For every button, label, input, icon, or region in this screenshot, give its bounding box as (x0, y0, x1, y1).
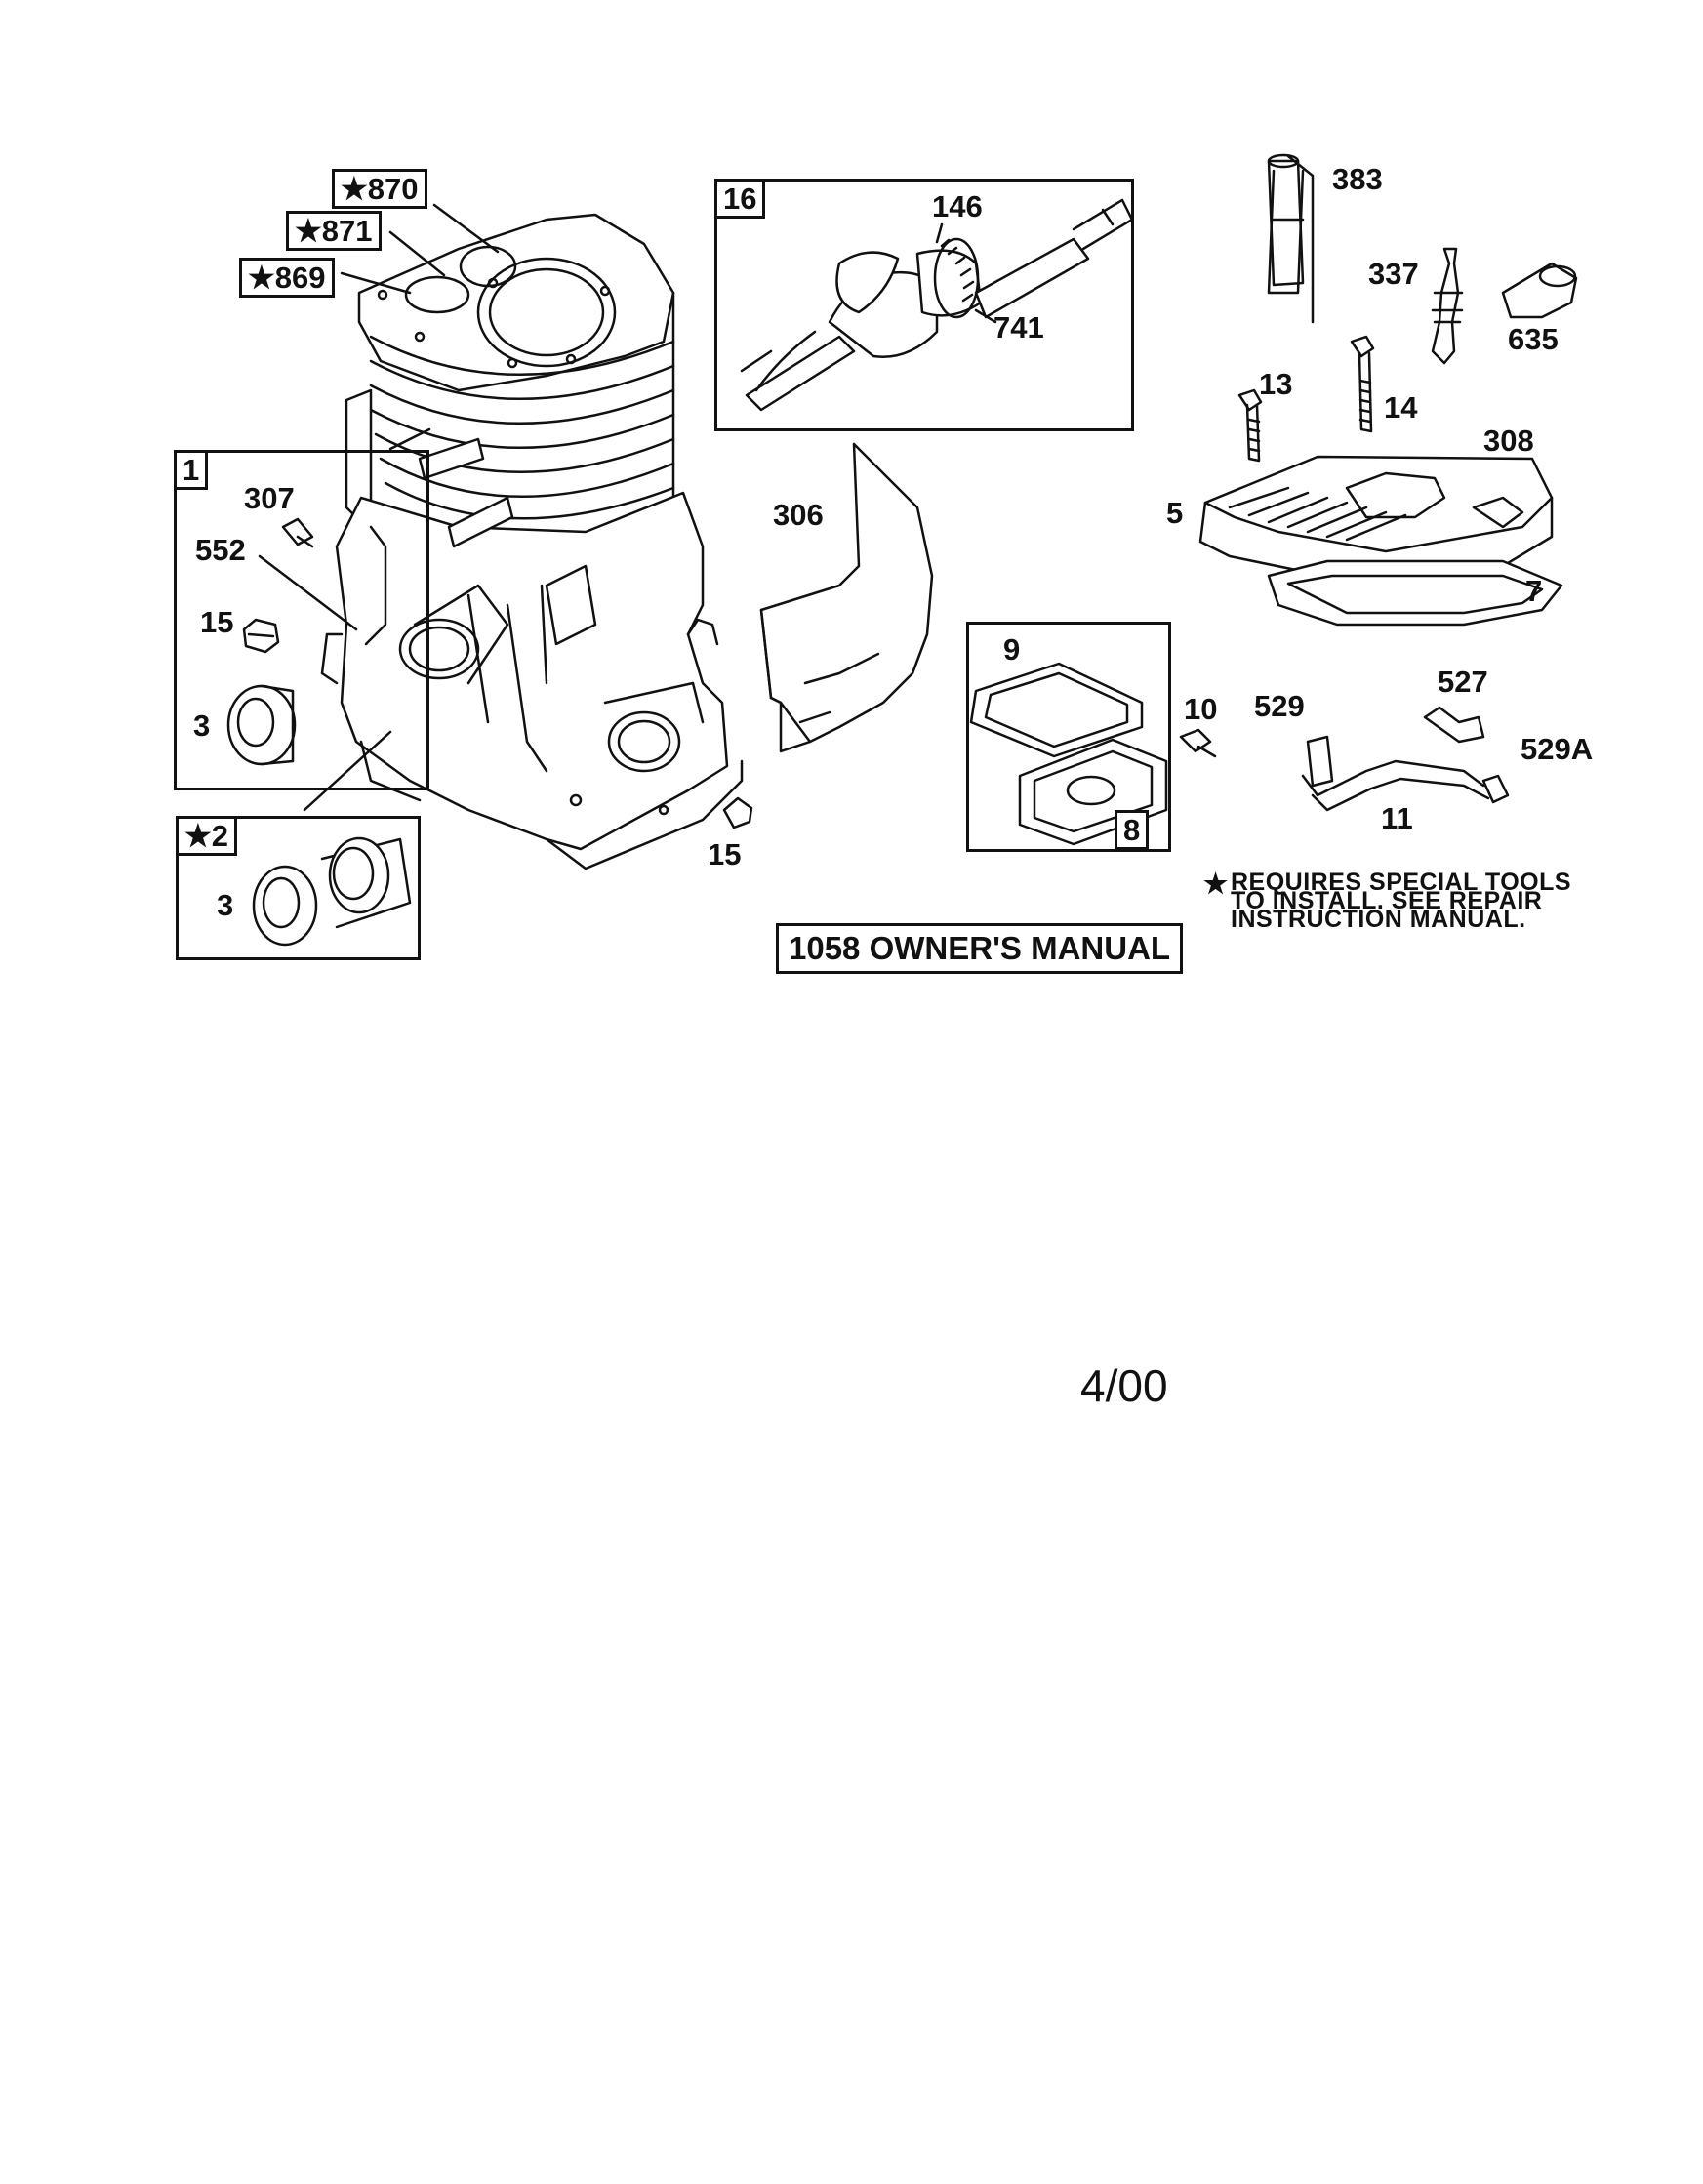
cylinder-block (320, 213, 744, 870)
label-16: 16 (714, 179, 766, 219)
leader-870 (432, 203, 500, 254)
revision-date: 4/00 (1080, 1360, 1168, 1411)
star-icon: ★ (1203, 869, 1229, 899)
label-741: 741 (993, 310, 1044, 344)
label-3-lower: 3 (217, 888, 234, 922)
star-icon: ★ (341, 172, 368, 206)
label-14: 14 (1384, 390, 1418, 425)
part-527-clamp (1423, 706, 1485, 744)
part-307-plug (281, 517, 314, 548)
label-3-upper: 3 (193, 708, 211, 743)
label-10: 10 (1184, 692, 1218, 726)
label-7: 7 (1525, 574, 1543, 608)
label-529: 529 (1254, 689, 1305, 723)
label-871: ★871 (286, 211, 382, 251)
leader-869 (340, 271, 412, 295)
label-307: 307 (244, 481, 295, 515)
note-line-2: TO INSTALL. SEE REPAIR (1231, 887, 1543, 914)
label-5: 5 (1166, 496, 1184, 530)
note-line-1: REQUIRES SPECIAL TOOLS (1231, 869, 1572, 896)
part-13-bolt (1237, 388, 1263, 463)
part-15-plug-lower (722, 796, 753, 829)
label-869: ★869 (239, 258, 335, 298)
assembly-8-frame (966, 622, 1171, 852)
label-146: 146 (932, 189, 983, 223)
part-10-screw (1179, 728, 1217, 758)
part-11-tube (1301, 735, 1510, 812)
note-line-3: INSTRUCTION MANUAL. (1231, 906, 1526, 933)
leader-552 (258, 554, 358, 631)
part-306-baffle (759, 442, 934, 753)
label-13: 13 (1259, 367, 1293, 401)
label-308: 308 (1483, 424, 1534, 458)
part-16-crankshaft (740, 198, 1134, 412)
label-383: 383 (1332, 162, 1383, 196)
part-337-spark-plug (1431, 247, 1464, 365)
part-5-cylinder-head (1198, 455, 1554, 592)
label-11: 11 (1381, 801, 1413, 835)
part-14-bolt (1350, 335, 1375, 433)
label-1: 1 (174, 450, 209, 490)
part-3-seal-upper (226, 684, 297, 766)
part-7-gasket (1267, 559, 1563, 627)
label-8: 8 (1115, 810, 1150, 850)
part-15-plug-upper (242, 618, 280, 654)
part-383-ignition (1267, 153, 1315, 324)
label-15-lower: 15 (708, 837, 742, 871)
part-9-gasket (969, 662, 1144, 758)
part-3-seal-lower (252, 836, 412, 947)
label-9: 9 (1003, 632, 1021, 667)
owners-manual-reference: 1058 OWNER'S MANUAL (776, 923, 1184, 974)
label-2: ★2 (176, 816, 238, 856)
part-635-boot (1501, 262, 1578, 319)
label-337: 337 (1368, 257, 1419, 291)
star-icon: ★ (248, 261, 275, 295)
label-306: 306 (773, 498, 824, 532)
leader-871 (388, 230, 446, 277)
label-529a: 529A (1521, 732, 1594, 766)
assembly-16-frame (714, 179, 1134, 431)
assembly-2-frame (176, 816, 421, 960)
assembly-1-frame (174, 450, 429, 790)
label-635: 635 (1508, 322, 1559, 356)
leader-2 (303, 730, 392, 812)
star-icon: ★ (184, 819, 212, 853)
label-552: 552 (195, 533, 246, 567)
label-870: ★870 (332, 169, 427, 209)
star-icon: ★ (295, 214, 322, 248)
label-15-upper: 15 (200, 605, 234, 639)
label-527: 527 (1438, 665, 1488, 699)
